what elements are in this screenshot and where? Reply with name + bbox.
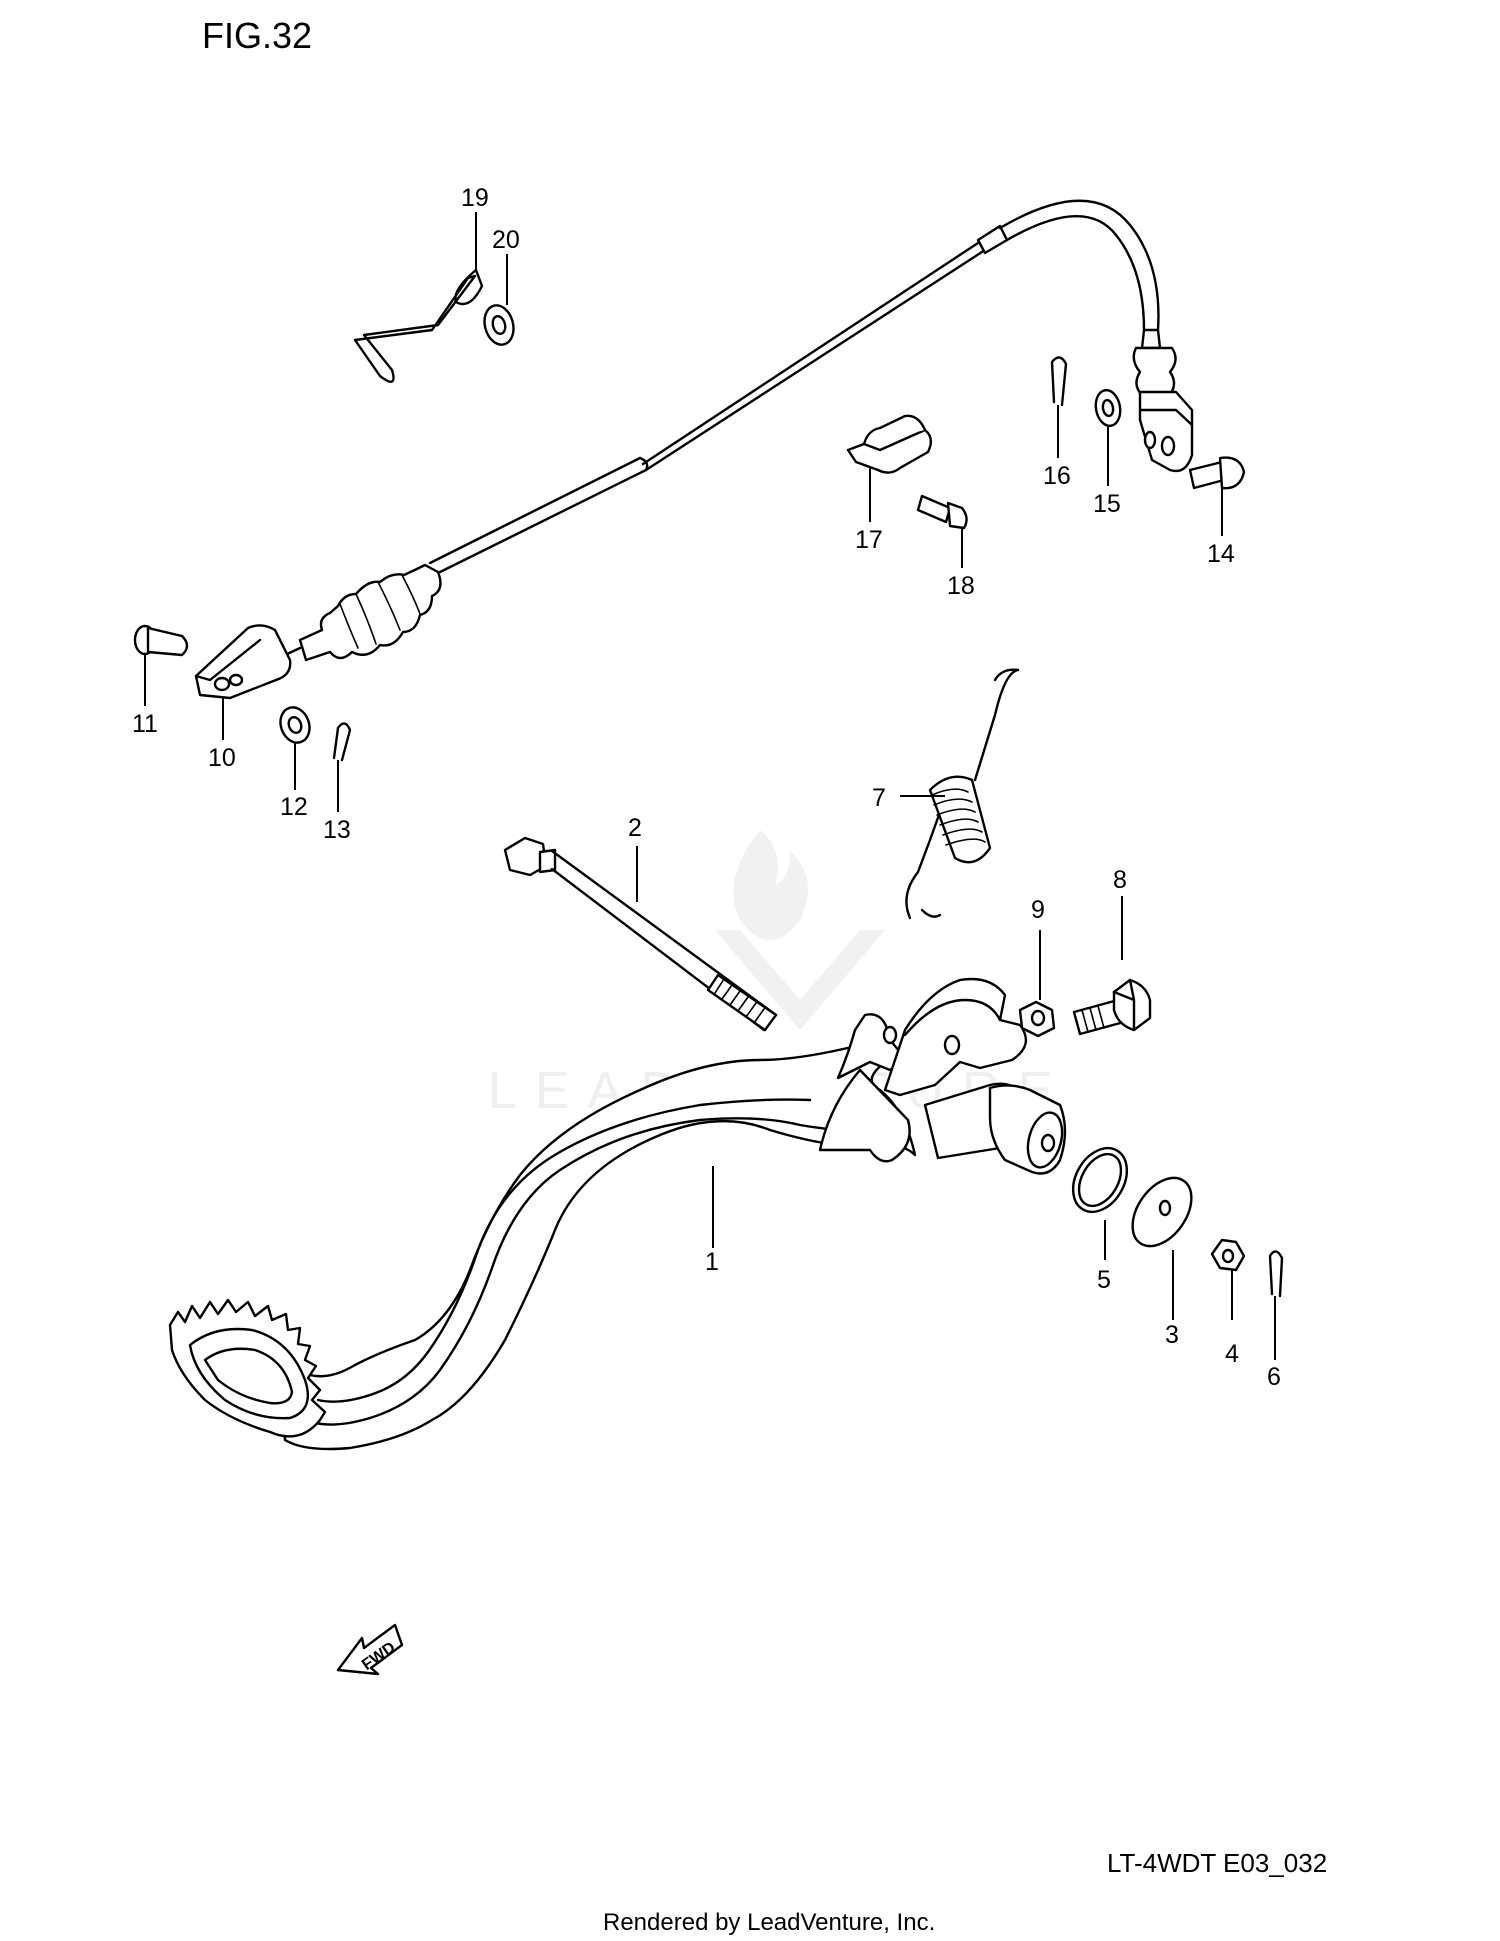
callout-17: 17 <box>855 526 883 554</box>
callout-7: 7 <box>872 784 886 812</box>
drawing-code: LT-4WDT E03_032 <box>1107 1848 1327 1878</box>
part-7-spring <box>905 668 1020 920</box>
part-18-bolt <box>916 494 968 530</box>
part-19-rod <box>353 268 484 383</box>
part-13-cotter-pin <box>332 722 352 762</box>
callout-12: 12 <box>280 793 308 821</box>
callout-3: 3 <box>1165 1321 1179 1349</box>
callout-13: 13 <box>323 816 351 844</box>
part-14-pin <box>1188 456 1246 490</box>
part-17-bracket <box>846 414 933 474</box>
footer-credit: Rendered by LeadVenture, Inc. <box>603 1909 935 1936</box>
callout-18: 18 <box>947 572 975 600</box>
part-3-washer <box>1131 1176 1193 1248</box>
part-5-o-ring <box>1071 1147 1129 1213</box>
callout-14: 14 <box>1207 540 1235 568</box>
callout-11: 11 <box>132 710 158 738</box>
callout-9: 9 <box>1031 896 1045 924</box>
callout-10: 10 <box>208 744 236 772</box>
callout-8: 8 <box>1113 866 1127 894</box>
callout-6: 6 <box>1267 1363 1281 1391</box>
part-9-nut <box>1018 1000 1056 1038</box>
part-12-washer <box>279 706 311 744</box>
part-11-pin <box>133 624 189 657</box>
part-20-washer <box>483 304 515 346</box>
callout-4: 4 <box>1225 1340 1239 1368</box>
leader-lines <box>144 212 1276 1360</box>
part-2-bolt <box>503 836 778 1032</box>
callout-2: 2 <box>628 814 642 842</box>
callout-16: 16 <box>1043 462 1071 490</box>
callout-5: 5 <box>1097 1266 1111 1294</box>
part-10-clevis <box>194 624 292 700</box>
callout-1: 1 <box>705 1248 719 1276</box>
callout-labels: 1 2 3 4 5 6 7 8 9 10 11 12 13 14 15 16 1… <box>132 184 1281 1391</box>
part-1-brake-pedal <box>168 977 1067 1451</box>
part-16-cotter-pin <box>1050 356 1068 407</box>
brake-cable <box>283 199 1194 662</box>
callout-20: 20 <box>492 226 520 254</box>
callout-15: 15 <box>1093 490 1121 518</box>
part-4-nut <box>1210 1238 1246 1272</box>
fwd-arrow-icon: FWD <box>336 1623 404 1676</box>
part-15-washer <box>1094 388 1122 428</box>
figure-title: FIG.32 <box>202 15 312 56</box>
callout-19: 19 <box>461 184 489 212</box>
part-8-bolt <box>1072 978 1152 1036</box>
part-6-cotter-pin <box>1268 1250 1284 1298</box>
